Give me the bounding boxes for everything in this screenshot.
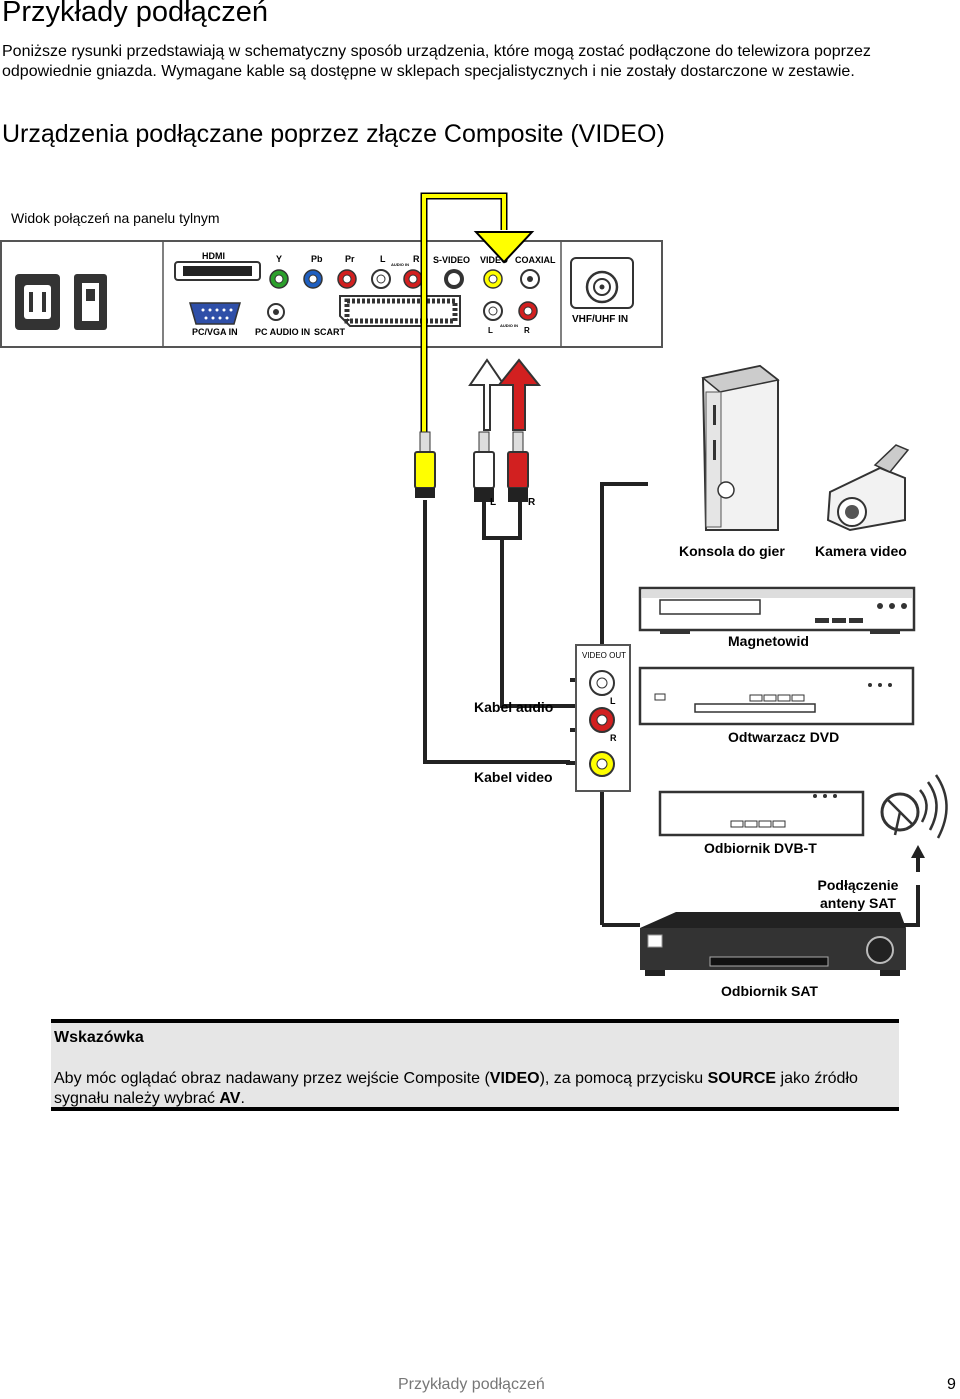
label-sat-antenna: Podłączenie anteny SAT <box>817 877 899 911</box>
audio-r-plug-icon <box>507 431 529 502</box>
audio-r-arrow-icon <box>496 358 542 431</box>
tip-text: jako źródło sygnału należy wybrać <box>54 1070 858 1107</box>
vcr-icon <box>638 586 916 634</box>
page-number: 9 <box>947 1376 956 1393</box>
sat-feed-arrow-icon <box>911 845 925 858</box>
footer-section: Przykłady podłączeń <box>398 1376 545 1393</box>
tip-emphasis-video: VIDEO <box>489 1070 540 1087</box>
panel-label-pc-audio-in: PC AUDIO IN <box>255 327 310 337</box>
dvd-player-icon <box>638 666 915 726</box>
label-vcr: Magnetowid <box>728 633 809 649</box>
intro-paragraph: Poniższe rysunki przedstawiają w schemat… <box>2 43 871 80</box>
pc-audio-port-icon <box>267 303 285 321</box>
panel-label-audio-in: AUDIO IN <box>391 262 409 267</box>
label-console: Konsola do gier <box>679 543 785 559</box>
connection-diagram: HDMI Y Pb Pr L AUDIO IN R S-VIDEO VIDEO … <box>0 192 948 976</box>
jack-label-video-out: VIDEO OUT <box>582 651 626 660</box>
video-cable <box>422 194 506 450</box>
tip-emphasis-source: SOURCE <box>707 1070 777 1087</box>
panel-label-hdmi: HDMI <box>202 251 225 261</box>
hdmi-port-icon <box>174 261 261 281</box>
panel-label-r: R <box>413 254 420 264</box>
section-title: Urządzenia podłączane poprzez złącze Com… <box>2 120 665 148</box>
label-camera: Kamera video <box>815 543 907 559</box>
svideo-port-icon <box>444 269 464 289</box>
plug-label-l: L <box>490 497 496 508</box>
audio-l-plug-icon <box>473 431 495 502</box>
label-sat-receiver: Odbiornik SAT <box>721 983 818 999</box>
label-dvbt: Odbiornik DVB-T <box>704 840 817 856</box>
rear-panel-caption: Widok połączeń na panelu tylnym <box>11 210 220 226</box>
tip-text: ), za pomocą przycisku <box>539 1070 708 1087</box>
video-cable-line <box>423 500 586 765</box>
panel-label-scart: SCART <box>314 327 346 337</box>
label-audio-cable: Kabel audio <box>474 699 554 715</box>
plug-label-r: R <box>528 497 536 508</box>
rca-jack-audio-l-icon <box>371 269 391 289</box>
tip-text: . <box>240 1090 245 1107</box>
rca-jack-bottom-l-icon <box>483 301 503 321</box>
page-title: Przykłady podłączeń <box>2 0 268 28</box>
scart-port-icon <box>339 295 461 327</box>
vga-port-icon <box>189 302 241 325</box>
game-console-icon <box>701 364 780 531</box>
video-camera-icon <box>826 444 910 532</box>
panel-label-pb: Pb <box>311 254 323 264</box>
panel-label-bottom-r: R <box>524 326 530 335</box>
coaxial-port-icon <box>520 269 540 289</box>
audio-l-arrow-icon <box>468 358 506 431</box>
panel-label-coaxial: COAXIAL <box>515 255 556 265</box>
panel-label-bottom-audio-in: AUDIO IN <box>500 323 518 328</box>
panel-label-bottom-l: L <box>488 326 493 335</box>
tip-emphasis-av: AV <box>219 1090 241 1107</box>
label-dvd: Odtwarzacz DVD <box>728 729 840 745</box>
panel-label-pc-vga-in: PC/VGA IN <box>192 327 238 337</box>
rca-jack-pr-icon <box>337 269 357 289</box>
power-socket-icon <box>15 274 60 330</box>
panel-label-vhf-uhf-in: VHF/UHF IN <box>572 314 628 325</box>
tip-title: Wskazówka <box>54 1029 144 1046</box>
panel-label-pr: Pr <box>345 254 355 264</box>
sat-feed-line <box>902 885 920 927</box>
tip-body: Aby móc oglądać obraz nadawany przez wej… <box>54 1069 894 1109</box>
rca-jack-video-icon <box>483 269 503 289</box>
video-plug-icon <box>414 431 436 498</box>
tip-text: Aby móc oglądać obraz nadawany przez wej… <box>54 1070 490 1087</box>
video-arrow-icon <box>473 231 535 264</box>
power-switch-icon <box>74 274 107 330</box>
panel-label-svideo: S-VIDEO <box>433 255 470 265</box>
sat-receiver-icon <box>640 912 906 976</box>
tip-box: Wskazówka Aby móc oglądać obraz nadawany… <box>51 1019 899 1111</box>
rear-panel <box>0 240 663 348</box>
jack-label-l: L <box>610 696 616 706</box>
rca-jack-y-icon <box>269 269 289 289</box>
label-video-cable: Kabel video <box>474 769 553 785</box>
audio-cable-line <box>500 538 578 708</box>
dvbt-receiver-icon <box>658 790 865 837</box>
rca-jack-bottom-r-icon <box>518 301 538 321</box>
rca-jack-pb-icon <box>303 269 323 289</box>
panel-label-y: Y <box>276 254 282 264</box>
jack-label-r: R <box>610 733 617 743</box>
video-out-jack-panel <box>575 644 631 792</box>
antenna-port-icon <box>570 257 634 309</box>
panel-label-l: L <box>380 254 386 264</box>
satellite-dish-icon <box>880 774 948 839</box>
panel-label-video: VIDEO <box>480 255 508 265</box>
rca-jack-audio-r-icon <box>403 269 423 289</box>
